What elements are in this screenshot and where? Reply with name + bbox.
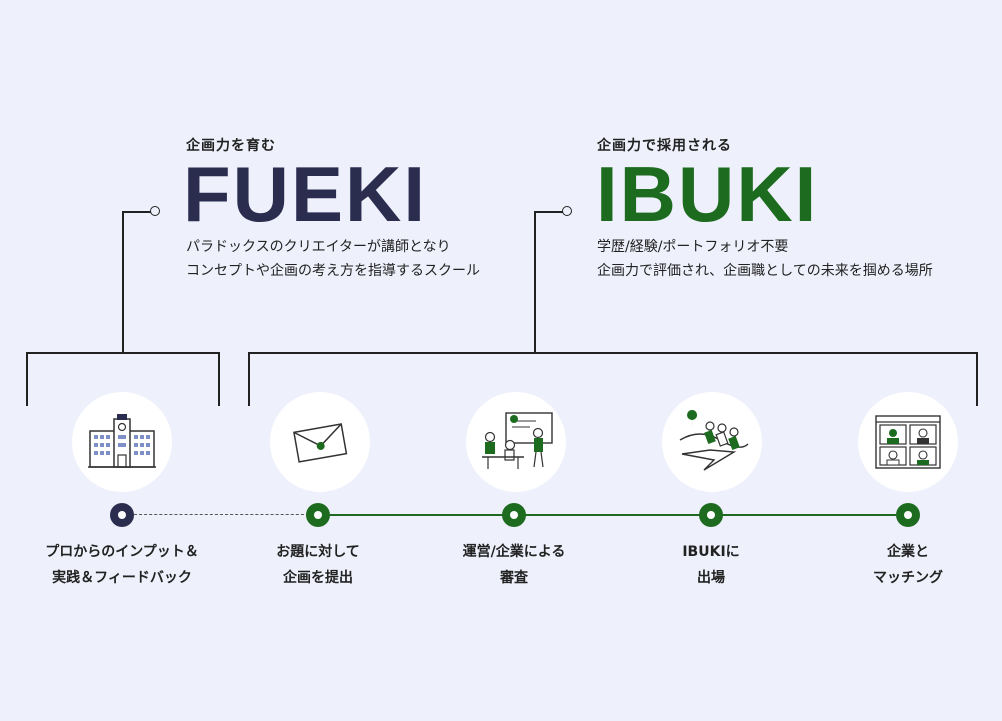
ibuki-connector-vertical xyxy=(534,211,536,353)
envelope-icon xyxy=(293,423,348,463)
step-3-label-line1: 運営/企業による xyxy=(462,544,566,560)
fueki-desc-line1: パラドックスのクリエイターが講師となり xyxy=(186,239,451,255)
fueki-eyebrow: 企画力を育む xyxy=(186,138,276,154)
timeline-node-1 xyxy=(110,503,134,527)
step-3-circle xyxy=(466,392,566,492)
ibuki-connector-endpoint xyxy=(562,206,572,216)
step-5-label-line2: マッチング xyxy=(873,570,943,586)
fueki-bracket-right xyxy=(218,352,220,406)
timeline-solid-segment xyxy=(330,514,896,516)
presentation-review-icon xyxy=(482,412,553,469)
fueki-connector-vertical xyxy=(122,211,124,353)
step-2-label: お題に対して 企画を提出 xyxy=(228,539,408,591)
ibuki-eyebrow: 企画力で採用される xyxy=(597,138,732,154)
fueki-bracket-top xyxy=(26,352,219,354)
step-1-label-line2: 実践＆フィードバック xyxy=(52,570,192,586)
ibuki-title: IBUKI xyxy=(596,150,819,238)
ibuki-description: 学歴/経験/ポートフォリオ不要 企画力で評価され、企画職としての未来を掴める場所 xyxy=(597,235,933,283)
timeline-node-3 xyxy=(502,503,526,527)
step-1-circle xyxy=(72,392,172,492)
step-3-label: 運営/企業による 審査 xyxy=(424,539,604,591)
fueki-bracket-left xyxy=(26,352,28,406)
ibuki-bracket-right xyxy=(976,352,978,406)
fueki-connector-top xyxy=(122,211,152,213)
step-2-label-line2: 企画を提出 xyxy=(283,570,353,586)
step-1-label-line1: プロからのインプット＆ xyxy=(45,544,199,560)
timeline-node-2 xyxy=(306,503,330,527)
fueki-description: パラドックスのクリエイターが講師となり コンセプトや企画の考え方を指導するスクー… xyxy=(186,235,480,283)
ibuki-bracket-top xyxy=(248,352,977,354)
fueki-desc-line2: コンセプトや企画の考え方を指導するスクール xyxy=(186,263,480,279)
step-3-label-line2: 審査 xyxy=(500,570,528,586)
step-5-label-line1: 企業と xyxy=(887,544,929,560)
step-4-label: IBUKIに 出場 xyxy=(621,539,801,591)
step-2-label-line1: お題に対して xyxy=(276,544,360,560)
timeline-node-5 xyxy=(896,503,920,527)
ibuki-desc-line2: 企画力で評価され、企画職としての未来を掴める場所 xyxy=(597,263,933,279)
step-4-label-line1: IBUKIに xyxy=(682,544,740,560)
ibuki-bracket-left xyxy=(248,352,250,406)
video-call-icon xyxy=(875,415,941,469)
school-building-icon xyxy=(88,414,156,468)
ibuki-desc-line1: 学歴/経験/ポートフォリオ不要 xyxy=(597,239,789,255)
step-4-circle xyxy=(662,392,762,492)
step-1-label: プロからのインプット＆ 実践＆フィードバック xyxy=(32,539,212,591)
step-5-circle xyxy=(858,392,958,492)
step-2-circle xyxy=(270,392,370,492)
timeline-dashed-segment xyxy=(134,514,314,515)
step-4-label-line2: 出場 xyxy=(697,570,725,586)
timeline-node-4 xyxy=(699,503,723,527)
fueki-connector-endpoint xyxy=(150,206,160,216)
launch-people-icon xyxy=(679,410,749,471)
fueki-title: FUEKI xyxy=(183,150,427,238)
ibuki-connector-top xyxy=(534,211,564,213)
step-5-label: 企業と マッチング xyxy=(818,539,998,591)
